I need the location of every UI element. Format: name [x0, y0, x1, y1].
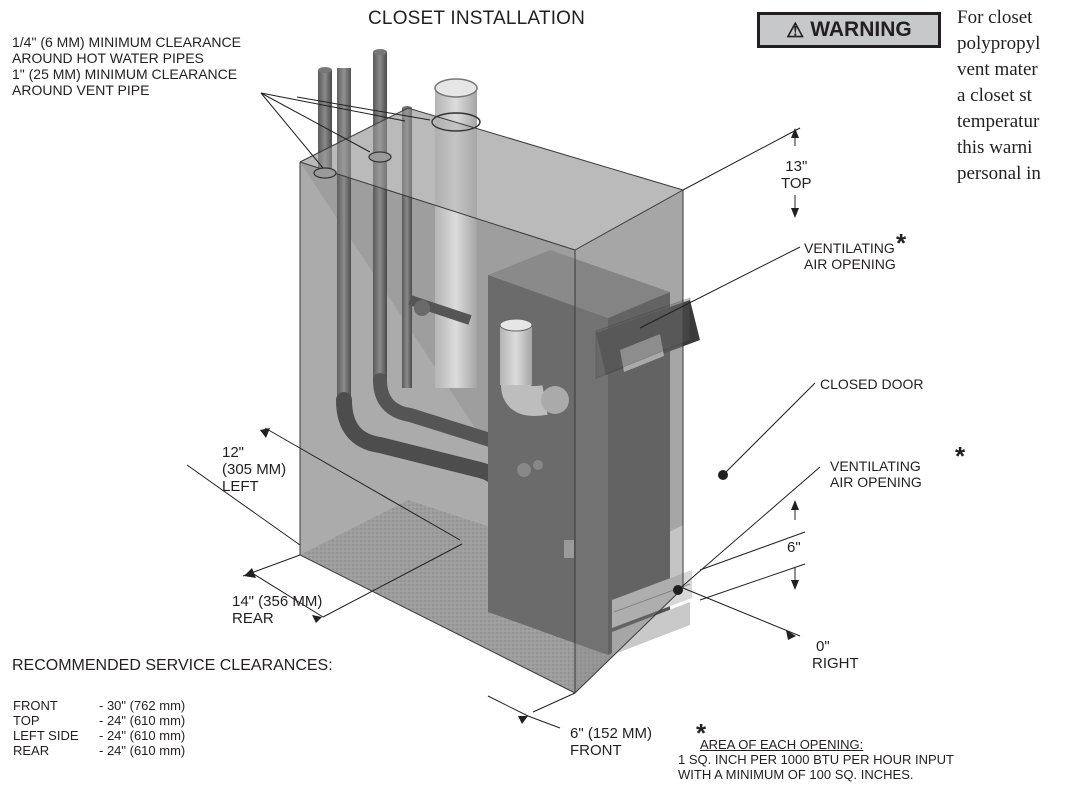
rear-clearance-label: 14" (356 MM) REAR [232, 593, 322, 627]
front-clearance-side: FRONT [570, 742, 622, 759]
lower-louver [612, 570, 692, 628]
service-clearance-row: TOP - 24" (610 mm) [13, 713, 185, 728]
service-clearance-value: - 24" (610 mm) [99, 713, 186, 728]
service-clearance-location: TOP [13, 713, 40, 728]
ventilating-opening-upper-label: VENTILATING AIR OPENING [804, 240, 896, 272]
hot-water-pipes [318, 49, 508, 498]
top-clearance-rings [313, 112, 481, 179]
ventilating-opening-lower-label: VENTILATING AIR OPENING [830, 458, 922, 490]
service-clearance-row: REAR - 24" (610 mm) [13, 743, 185, 758]
warning-line: For closet [957, 7, 1033, 28]
top-clearance-label: 13" TOP [781, 158, 812, 192]
vent-upper-line: AIR OPENING [804, 256, 896, 272]
warning-text: For closet polypropyl vent mater a close… [957, 5, 1041, 187]
service-clearances-title: RECOMMENDED SERVICE CLEARANCES: [12, 657, 333, 674]
vent-upper-line: VENTILATING [804, 240, 895, 256]
left-clearance-side: LEFT [222, 478, 259, 495]
service-clearance-value: - 30" (762 mm) [99, 698, 186, 713]
callout-dots [673, 470, 728, 595]
warning-line: vent mater [957, 59, 1038, 80]
warning-badge-label: WARNING [810, 18, 912, 41]
service-clearance-location: LEFT SIDE [13, 728, 79, 743]
top-clearance-value: 13" [785, 158, 808, 175]
service-clearance-value: - 24" (610 mm) [99, 728, 186, 743]
right-clearance-label: 0" RIGHT [812, 638, 859, 672]
note-line: 1 SQ. INCH PER 1000 BTU PER HOUR INPUT [678, 752, 954, 767]
service-clearance-location: REAR [13, 743, 50, 758]
warning-line: this warni [957, 137, 1033, 158]
left-clearance-value: 12" [222, 444, 245, 461]
warning-badge: ⚠ WARNING [757, 12, 941, 48]
opening-area-note: * AREA OF EACH OPENING: 1 SQ. INCH PER 1… [678, 720, 954, 782]
upper-vent-slot [595, 297, 691, 379]
front-clearance-value: 6" (152 MM) [570, 725, 653, 742]
top-clearance-side: TOP [781, 175, 812, 192]
note-line: WITH A MINIMUM OF 100 SQ. INCHES. [678, 767, 914, 782]
pipe-clearance-line: AROUND HOT WATER PIPES [12, 50, 204, 66]
warning-triangle-icon: ⚠ [786, 19, 805, 42]
service-clearance-location: FRONT [13, 698, 58, 713]
service-clearance-row: FRONT - 30" (762 mm) [13, 698, 185, 713]
closet-front-wall [299, 107, 691, 694]
warning-line: temperatur [957, 111, 1040, 132]
pipe-clearance-label: 1/4" (6 MM) MINIMUM CLEARANCE AROUND HOT… [12, 34, 241, 98]
left-clearance-metric: (305 MM) [222, 461, 287, 478]
diagram-title: CLOSET INSTALLATION [368, 8, 586, 29]
dimension-arrows [244, 128, 799, 724]
left-clearance-label: 12" (305 MM) LEFT [222, 444, 286, 495]
right-clearance-side: RIGHT [812, 655, 859, 672]
asterisk-lower: * [955, 441, 966, 471]
note-asterisk: * [696, 718, 707, 748]
warning-line: a closet st [957, 85, 1032, 106]
pipe-clearance-line: AROUND VENT PIPE [12, 82, 150, 98]
note-title: AREA OF EACH OPENING: [700, 737, 864, 752]
leader-lines [186, 92, 821, 729]
service-clearances-table: FRONT - 30" (762 mm) TOP - 24" (610 mm) … [13, 698, 185, 758]
closed-door-label: CLOSED DOOR [820, 376, 924, 392]
boiler [488, 250, 700, 655]
pipe-clearance-line: 1" (25 MM) MINIMUM CLEARANCE [12, 66, 238, 82]
warning-line: personal in [957, 163, 1041, 184]
bottom-gap-label: 6" [787, 539, 801, 556]
vent-lower-line: VENTILATING [830, 458, 921, 474]
warning-line: polypropyl [957, 33, 1041, 54]
pipe-clearance-line: 1/4" (6 MM) MINIMUM CLEARANCE [12, 34, 241, 50]
rear-clearance-value: 14" (356 MM) [232, 593, 323, 610]
front-clearance-label: 6" (152 MM) FRONT [570, 725, 652, 759]
asterisk-upper: * [896, 228, 907, 258]
service-clearance-row: LEFT SIDE - 24" (610 mm) [13, 728, 185, 743]
service-clearance-value: - 24" (610 mm) [99, 743, 186, 758]
vent-lower-line: AIR OPENING [830, 474, 922, 490]
right-clearance-value: 0" [816, 638, 830, 655]
rear-clearance-side: REAR [232, 610, 274, 627]
